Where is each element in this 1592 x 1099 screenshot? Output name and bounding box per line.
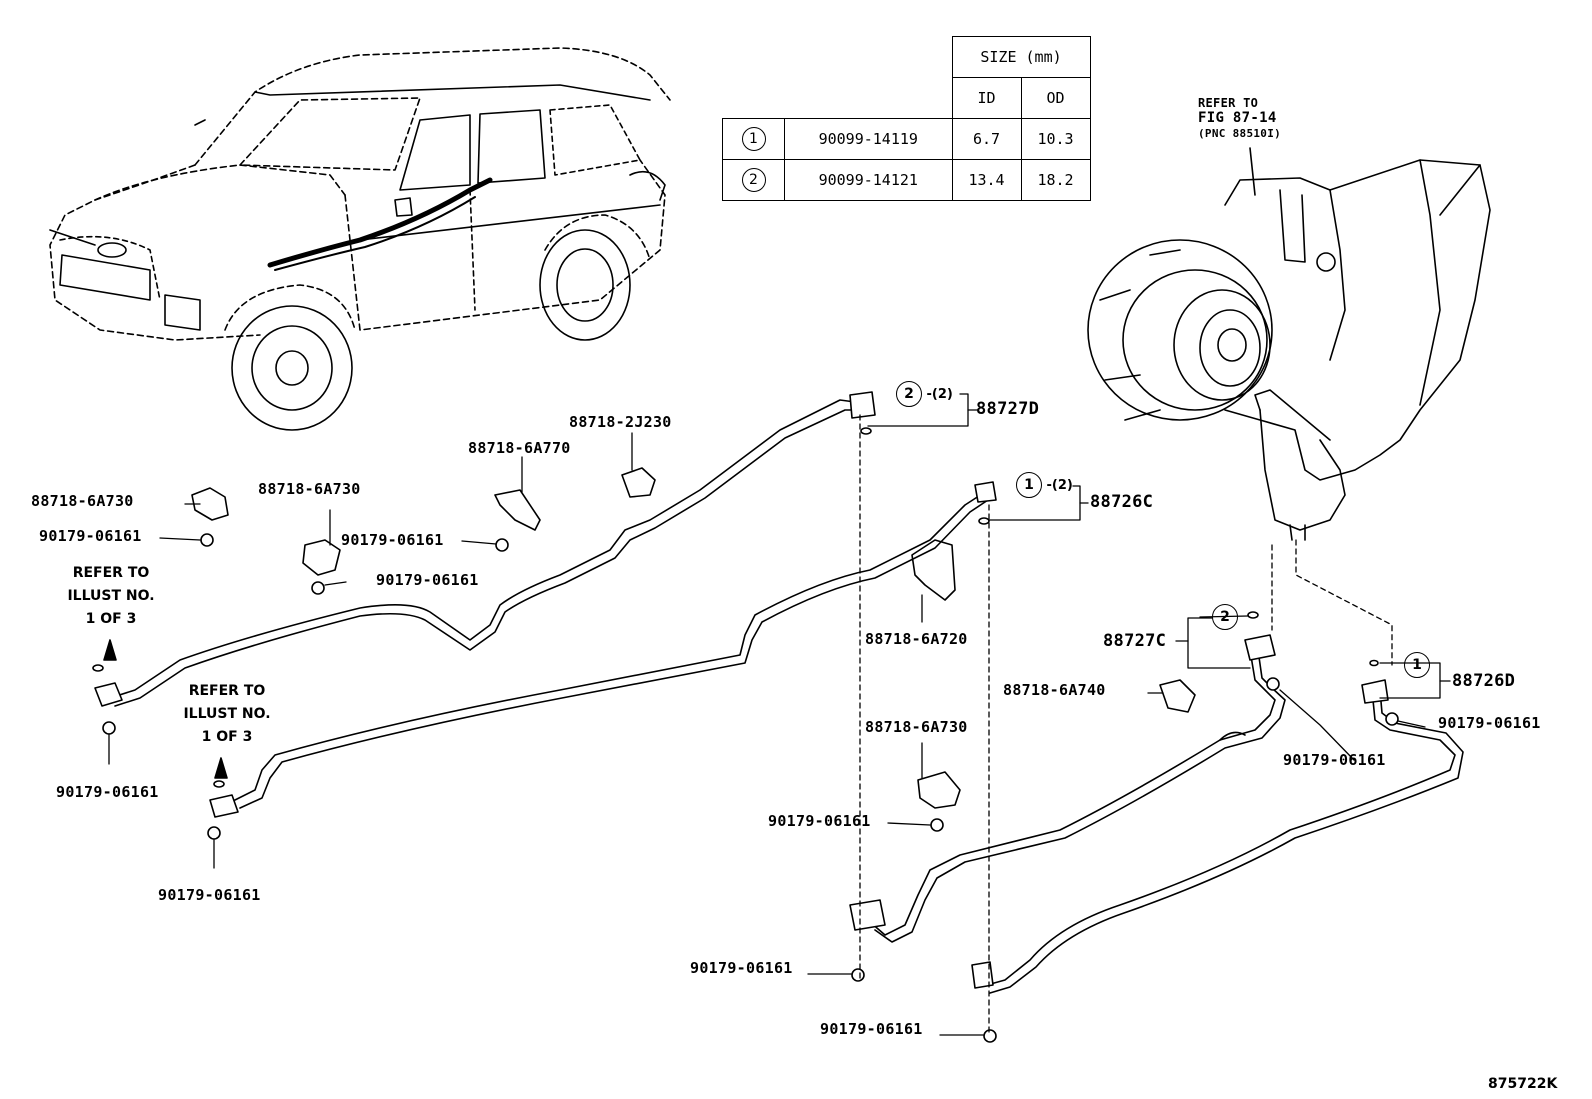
callout-mark: 2 <box>896 381 922 407</box>
part-number: 90099-14121 <box>784 159 953 201</box>
part-label-88726d[interactable]: 88726D <box>1452 671 1516 691</box>
mark-2: 2 <box>741 168 766 192</box>
part-label-90179-06161[interactable]: 90179-06161 <box>690 959 793 977</box>
clamps <box>191 467 1196 809</box>
od-header: OD <box>1020 77 1091 119</box>
part-label-88718-6a720[interactable]: 88718-6A720 <box>865 630 968 648</box>
part-label-90179-06161[interactable]: 90179-06161 <box>1438 714 1541 732</box>
refer-fig-line2: FIG 87-14 <box>1198 110 1277 126</box>
refer-illust-line1: REFER TO <box>188 683 266 699</box>
pipe-88727c <box>869 649 1286 943</box>
refer-arrows <box>103 639 228 779</box>
od-value: 18.2 <box>1020 159 1091 201</box>
part-label-88718-6a730[interactable]: 88718-6A730 <box>31 492 134 510</box>
callout-qty: -(2) <box>926 387 953 402</box>
od-value: 10.3 <box>1020 118 1091 160</box>
pipe-88726d <box>986 689 1464 994</box>
refer-illust-line2: ILLUST NO. <box>67 588 155 604</box>
part-label-88718-6a730[interactable]: 88718-6A730 <box>258 480 361 498</box>
table-row: 2 90099-14121 13.4 18.2 <box>722 159 1091 201</box>
refer-illust-line3: 1 OF 3 <box>85 611 137 627</box>
pipe-88726c <box>234 491 989 809</box>
pipe-fittings <box>94 391 1389 989</box>
id-value: 13.4 <box>951 159 1022 201</box>
part-label-90179-06161[interactable]: 90179-06161 <box>341 531 444 549</box>
table-row: 1 90099-14119 6.7 10.3 <box>722 118 1091 160</box>
refer-illust-left[interactable]: REFER TO ILLUST NO. 1 OF 3 <box>66 562 156 631</box>
refer-fig-line3: (PNC 88510I) <box>1198 127 1282 140</box>
refer-illust-line2: ILLUST NO. <box>183 706 271 722</box>
id-header: ID <box>951 77 1022 119</box>
assembly-dashed-lines <box>859 414 1393 1036</box>
figure-id: 875722K <box>1488 1076 1558 1092</box>
refer-illust-mid[interactable]: REFER TO ILLUST NO. 1 OF 3 <box>182 680 272 749</box>
part-label-88718-2j230[interactable]: 88718-2J230 <box>569 413 672 431</box>
id-value: 6.7 <box>951 118 1022 160</box>
leader-lines <box>108 393 1451 1036</box>
part-label-90179-06161[interactable]: 90179-06161 <box>768 812 871 830</box>
refer-illust-line3: 1 OF 3 <box>201 729 253 745</box>
pipe-88727d <box>109 399 859 707</box>
callout-88726d: 1 <box>1404 652 1430 678</box>
heater-unit-illustration <box>1087 147 1491 541</box>
refer-illust-line1: REFER TO <box>72 565 150 581</box>
callout-88726c: 1 -(2) <box>1016 472 1073 498</box>
part-label-90179-06161[interactable]: 90179-06161 <box>1283 751 1386 769</box>
callout-88727d: 2 -(2) <box>896 381 953 407</box>
size-header: SIZE (mm) <box>951 36 1091 78</box>
callout-mark: 1 <box>1404 652 1430 678</box>
part-label-88718-6a770[interactable]: 88718-6A770 <box>468 439 571 457</box>
hose-size-table: SIZE (mm) ID OD 1 90099-14119 6.7 10.3 2… <box>722 36 1091 201</box>
vehicle-illustration <box>49 47 671 431</box>
part-label-90179-06161[interactable]: 90179-06161 <box>56 783 159 801</box>
part-number: 90099-14119 <box>784 118 953 160</box>
o-rings <box>92 427 1379 788</box>
part-label-90179-06161[interactable]: 90179-06161 <box>376 571 479 589</box>
part-label-88726c[interactable]: 88726C <box>1090 492 1154 512</box>
part-label-88718-6a730[interactable]: 88718-6A730 <box>865 718 968 736</box>
part-label-88718-6a740[interactable]: 88718-6A740 <box>1003 681 1106 699</box>
part-label-88727c[interactable]: 88727C <box>1103 631 1167 651</box>
refer-fig-line1: REFER TO <box>1198 96 1259 110</box>
mark-1: 1 <box>741 127 766 151</box>
part-label-90179-06161[interactable]: 90179-06161 <box>158 886 261 904</box>
part-label-90179-06161[interactable]: 90179-06161 <box>39 527 142 545</box>
callout-qty: -(2) <box>1046 478 1073 493</box>
refer-fig-note[interactable]: REFER TO FIG 87-14 (PNC 88510I) <box>1198 96 1281 141</box>
callout-mark: 1 <box>1016 472 1042 498</box>
part-label-90179-06161[interactable]: 90179-06161 <box>820 1020 923 1038</box>
part-label-88727d[interactable]: 88727D <box>976 399 1040 419</box>
callout-88727c: 2 <box>1212 604 1238 630</box>
callout-mark: 2 <box>1212 604 1238 630</box>
